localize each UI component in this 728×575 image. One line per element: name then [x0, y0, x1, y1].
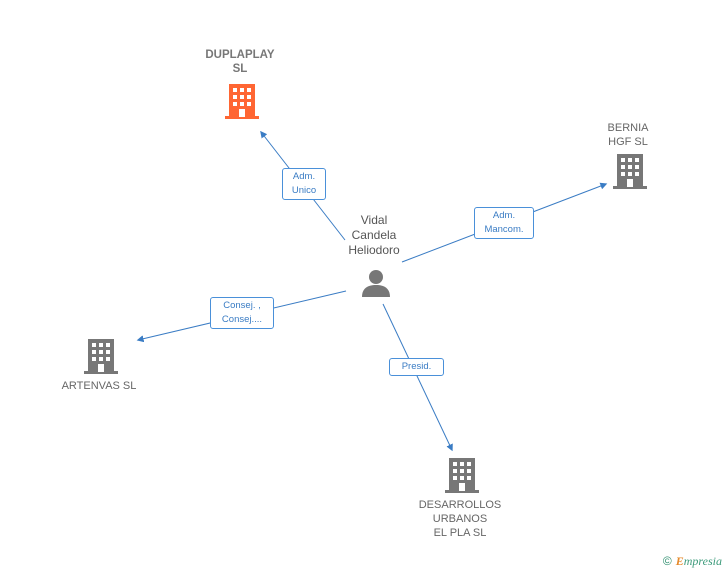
brand-initial: E: [675, 554, 684, 568]
edge-label-consej[interactable]: Consej. , Consej....: [210, 297, 274, 329]
person-icon[interactable]: [361, 268, 391, 298]
edge-label-line: Adm.: [292, 171, 316, 182]
company-label-line: SL: [232, 63, 248, 75]
edge-label-line: Adm.: [492, 210, 516, 221]
edge-label-line: Mancom.: [484, 224, 524, 235]
person-name-line: Candela: [351, 228, 397, 242]
building-icon[interactable]: [84, 339, 118, 375]
copyright-symbol: ©: [662, 554, 672, 568]
person-name-line: Heliodoro: [348, 243, 400, 257]
company-label-bernia[interactable]: BERNIA HGF SL: [578, 121, 678, 149]
edge-label-adm-mancom[interactable]: Adm. Mancom.: [474, 207, 534, 239]
edge-label-line: Presid.: [401, 361, 432, 372]
company-label-artenvas[interactable]: ARTENVAS SL: [44, 379, 154, 393]
company-label-line: DUPLAPLAY: [205, 49, 275, 61]
person-name-line: Vidal: [360, 213, 388, 227]
company-label-line: URBANOS: [432, 513, 488, 525]
brand-name: mpresia: [683, 554, 722, 568]
edge-label-line: Unico: [291, 185, 317, 196]
company-label-line: BERNIA: [607, 122, 649, 134]
building-icon[interactable]: [445, 458, 479, 494]
person-name[interactable]: Vidal Candela Heliodoro: [324, 213, 424, 258]
empresia-logo: ©Empresia: [663, 554, 722, 569]
edge-line-desarrollos: [382, 303, 453, 452]
edge-label-presid[interactable]: Presid.: [389, 358, 444, 376]
company-label-duplaplay[interactable]: DUPLAPLAY SL: [185, 48, 295, 76]
company-label-line: DESARROLLOS: [418, 499, 502, 511]
company-label-line: HGF SL: [608, 136, 648, 148]
company-label-desarrollos[interactable]: DESARROLLOS URBANOS EL PLA SL: [400, 498, 520, 540]
edge-label-line: Consej. ,: [223, 300, 261, 311]
company-label-line: ARTENVAS SL: [61, 380, 137, 392]
edge-label-line: Consej....: [221, 314, 263, 325]
company-label-line: EL PLA SL: [433, 527, 487, 539]
edge-label-adm-unico[interactable]: Adm. Unico: [282, 168, 326, 200]
building-icon[interactable]: [613, 154, 647, 190]
building-icon[interactable]: [225, 84, 259, 120]
